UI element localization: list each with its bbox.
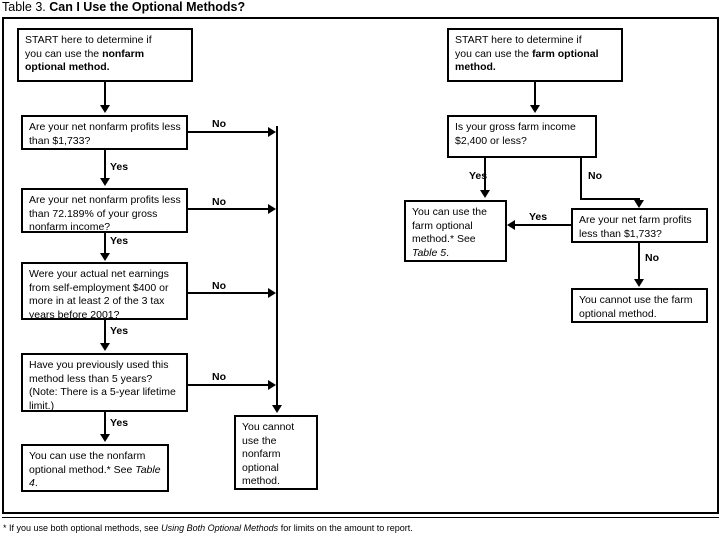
edge-label-farm-q2-yes: Yes [529,211,548,223]
nonfarm-q1-box: Are your net nonfarm profits less than $… [21,115,188,150]
farm-start-line1: START here to determine if [455,34,582,46]
nonfarm-connector-q1-q2 [104,150,106,180]
footnote: * If you use both optional methods, see … [3,522,413,534]
edge-label-farm-q1-yes: Yes [469,170,488,182]
edge-label-q3-yes: Yes [110,325,129,337]
title-question: Can I Use the Optional Methods? [49,0,246,14]
arrow-down-icon [100,105,110,113]
farm-result-no-box: You cannot use the farm optional method. [571,288,708,323]
farm-start-box: START here to determine if you can use t… [447,28,623,82]
title-prefix: Table 3. [2,0,46,14]
edge-label-q4-no: No [212,371,226,383]
nonfarm-q1-no-line [188,131,270,133]
arrow-right-icon [268,127,276,137]
farm-start-line2-plain: you can use the [455,47,533,60]
chart-frame [2,17,719,514]
edge-label-farm-q2-no: No [645,252,659,264]
farm-result-yes-box: You can use the farm optional method.* S… [404,200,507,262]
nonfarm-start-line2-bold: nonfarm [102,47,145,60]
nonfarm-result-yes-text: You can use the nonfarm optional method.… [29,450,146,476]
nonfarm-no-trunk [276,126,278,409]
footnote-italic-ref: Using Both Optional Methods [161,523,279,533]
farm-q1-no-horizontal [580,198,640,200]
nonfarm-q2-no-line [188,208,270,210]
nonfarm-connector-q4-result [104,412,106,436]
edge-label-q2-no: No [212,196,226,208]
arrow-down-icon [100,343,110,351]
arrow-down-icon [272,405,282,413]
edge-label-farm-q1-no: No [588,170,602,182]
nonfarm-result-no-box: You cannot use the nonfarm optional meth… [234,415,318,490]
nonfarm-q2-box: Are your net nonfarm profits less than 7… [21,188,188,233]
nonfarm-q4-box: Have you previously used this method les… [21,353,188,412]
nonfarm-connector-start-q1 [104,82,106,107]
nonfarm-start-box: START here to determine if you can use t… [17,28,193,82]
edge-label-q3-no: No [212,280,226,292]
arrow-down-icon [530,105,540,113]
farm-q1-yes-line [484,158,486,192]
arrow-right-icon [268,204,276,214]
arrow-left-icon [507,220,515,230]
footnote-lead: * If you use both optional methods, see [3,523,162,533]
nonfarm-start-line1: START here to determine if [25,34,152,46]
footnote-divider [2,517,719,518]
arrow-down-icon [100,434,110,442]
farm-start-line3-bold: method. [455,61,496,73]
farm-q2-box: Are your net farm profits less than $1,7… [571,208,708,243]
arrow-right-icon [268,380,276,390]
nonfarm-start-line3-bold: optional method. [25,61,110,73]
farm-q1-box: Is your gross farm income $2,400 or less… [447,115,597,158]
arrow-right-icon [268,288,276,298]
footnote-tail: for limits on the amount to report. [278,523,413,533]
nonfarm-start-line2-plain: you can use the [25,47,103,60]
edge-label-q1-yes: Yes [110,161,129,173]
edge-label-q1-no: No [212,118,226,130]
farm-connector-start-q1 [534,82,536,107]
arrow-down-icon [634,279,644,287]
nonfarm-result-yes-box: You can use the nonfarm optional method.… [21,444,169,492]
farm-result-yes-tail: . [446,246,449,259]
farm-result-yes-text: You can use the farm optional method.* S… [412,206,487,245]
farm-start-line2-bold: farm optional [532,47,599,60]
nonfarm-result-yes-tail: . [34,477,38,489]
farm-q2-no-line [638,243,640,281]
nonfarm-q4-no-line [188,384,270,386]
nonfarm-connector-q2-q3 [104,233,106,255]
farm-q2-yes-line [515,224,571,226]
nonfarm-q3-no-line [188,292,270,294]
farm-q1-no-line [580,158,582,200]
arrow-down-icon [100,178,110,186]
arrow-down-icon [100,253,110,261]
nonfarm-connector-q3-q4 [104,320,106,345]
edge-label-q4-yes: Yes [110,417,129,429]
farm-result-yes-ref: Table 5 [412,246,447,259]
page-title: Table 3. Can I Use the Optional Methods? [2,0,245,15]
edge-label-q2-yes: Yes [110,235,129,247]
arrow-down-icon [480,190,490,198]
nonfarm-q3-box: Were your actual net earnings from self-… [21,262,188,321]
nonfarm-result-yes-ref: Table 4 [29,463,161,490]
arrow-down-icon [634,200,644,208]
